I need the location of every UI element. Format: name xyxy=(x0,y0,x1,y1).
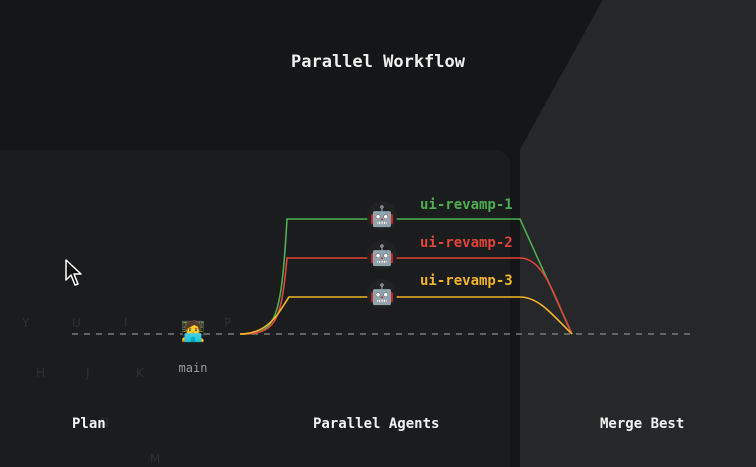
key-label: M xyxy=(150,452,161,466)
stage-merge-best: Merge Best xyxy=(600,416,685,432)
keyboard-background xyxy=(0,150,510,467)
developer-laptop-icon: 🧑‍💻 xyxy=(180,319,206,343)
branch-label-ui-revamp-1: ui-revamp-1 xyxy=(420,197,513,213)
branch-label-ui-revamp-2: ui-revamp-2 xyxy=(420,235,513,251)
branch-line-ui-revamp-3 xyxy=(239,296,573,335)
branch-line-ui-revamp-2 xyxy=(239,257,573,335)
stage-parallel-agents: Parallel Agents xyxy=(313,416,440,432)
key-label: P xyxy=(224,316,232,330)
robot-icon: 🤖 xyxy=(367,240,397,270)
mouse-cursor-icon xyxy=(65,259,82,286)
key-label: Y xyxy=(22,316,30,330)
key-label: J xyxy=(86,366,90,380)
branch-line-ui-revamp-1 xyxy=(239,218,573,335)
diagram-title: Parallel Workflow xyxy=(291,52,465,72)
key-label: H xyxy=(36,366,46,380)
robot-icon: 🤖 xyxy=(367,201,397,231)
stage-plan: Plan xyxy=(72,416,106,432)
key-label: I xyxy=(124,316,128,330)
main-branch-label: main xyxy=(178,361,208,375)
key-label: N xyxy=(100,416,109,430)
key-label: U xyxy=(72,316,81,330)
key-label: K xyxy=(136,366,144,380)
branch-label-ui-revamp-3: ui-revamp-3 xyxy=(420,273,513,289)
robot-icon: 🤖 xyxy=(367,279,397,309)
